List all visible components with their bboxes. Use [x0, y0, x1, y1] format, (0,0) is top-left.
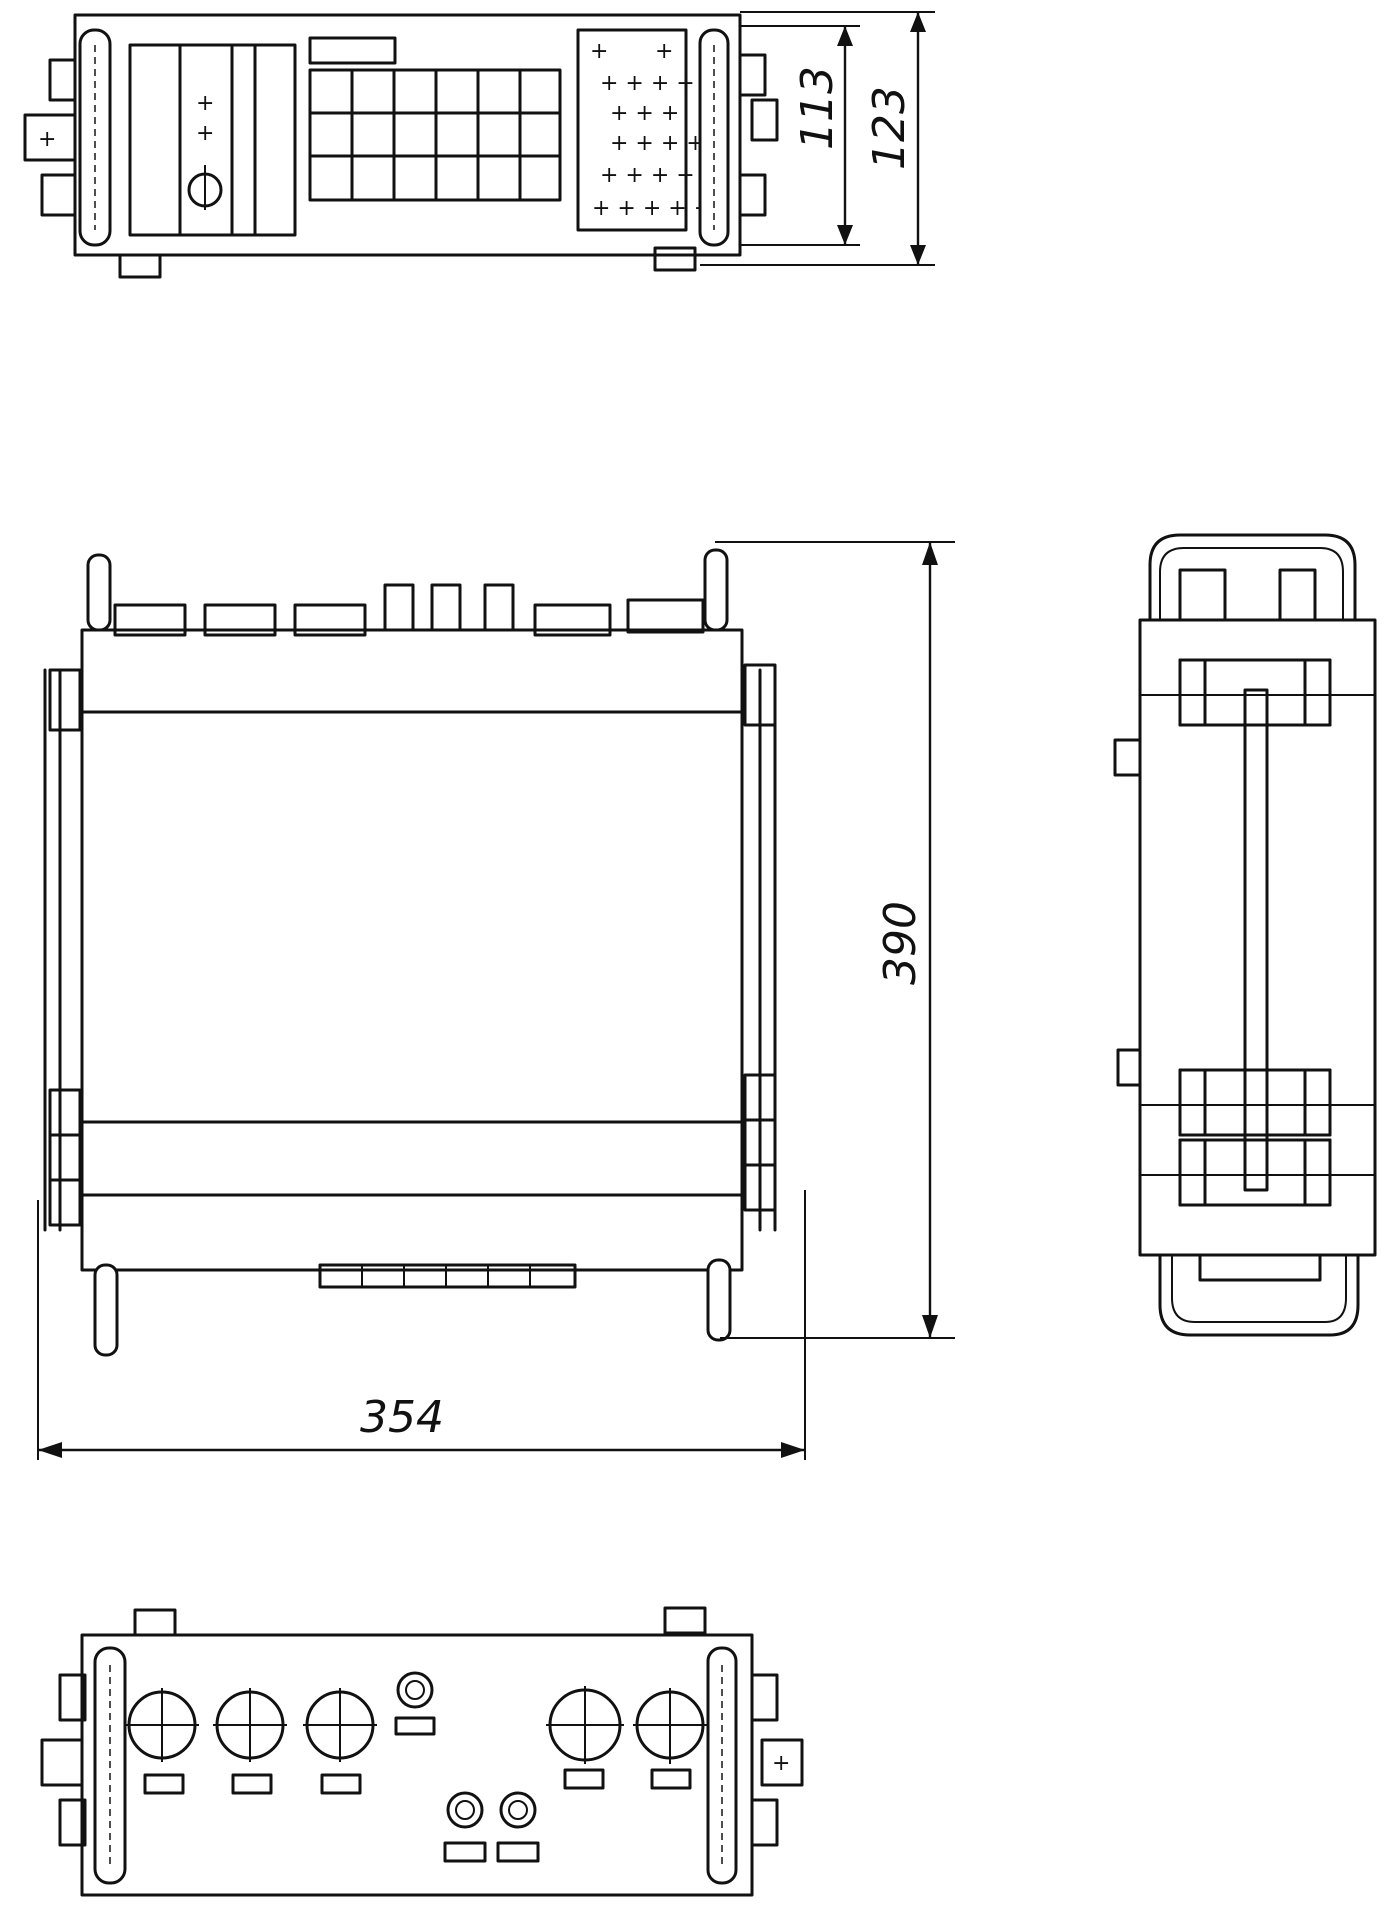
main-plan-view: 390 354: [37, 541, 955, 1460]
svg-text:+ + + +: + + + +: [610, 131, 705, 156]
svg-text:+: +: [38, 127, 56, 152]
handle-icon: [698, 28, 730, 247]
cell-grid: [308, 68, 562, 202]
dimension-390: 390: [875, 901, 926, 985]
svg-text:+: +: [772, 1751, 790, 1776]
terminal-icon: [576, 28, 688, 232]
svg-text:+ + + +: + + + +: [600, 163, 695, 188]
handle-icon: [706, 1258, 732, 1342]
handle-icon: [78, 28, 112, 247]
svg-text:+: +: [590, 39, 608, 64]
dimension-354: 354: [360, 1392, 444, 1443]
handle-icon: [86, 553, 112, 632]
connector-icon: [48, 58, 77, 102]
svg-text:+ + + + +: + + + + +: [592, 196, 712, 221]
handle-icon: [93, 1263, 119, 1357]
side-view: [1113, 533, 1377, 1337]
dimension-113: 113: [792, 66, 843, 150]
svg-text:+: +: [196, 91, 214, 116]
svg-text:+ + +: + + +: [610, 101, 679, 126]
svg-text:+: +: [655, 39, 673, 64]
fuse-holder-icon: [1178, 658, 1332, 727]
svg-text:+: +: [196, 121, 214, 146]
dimension-123: 123: [864, 86, 915, 170]
svg-text:+ + + +: + + + +: [600, 71, 695, 96]
connector-icon: [113, 603, 187, 637]
handle-icon: [703, 548, 729, 632]
connector-icon: [125, 1686, 707, 1764]
top-front-view: + + + ++ + + + + + + + + + + + + + + +: [23, 11, 935, 279]
indicator-light-icon: [396, 1671, 537, 1829]
bottom-rear-view: +: [40, 1606, 804, 1897]
